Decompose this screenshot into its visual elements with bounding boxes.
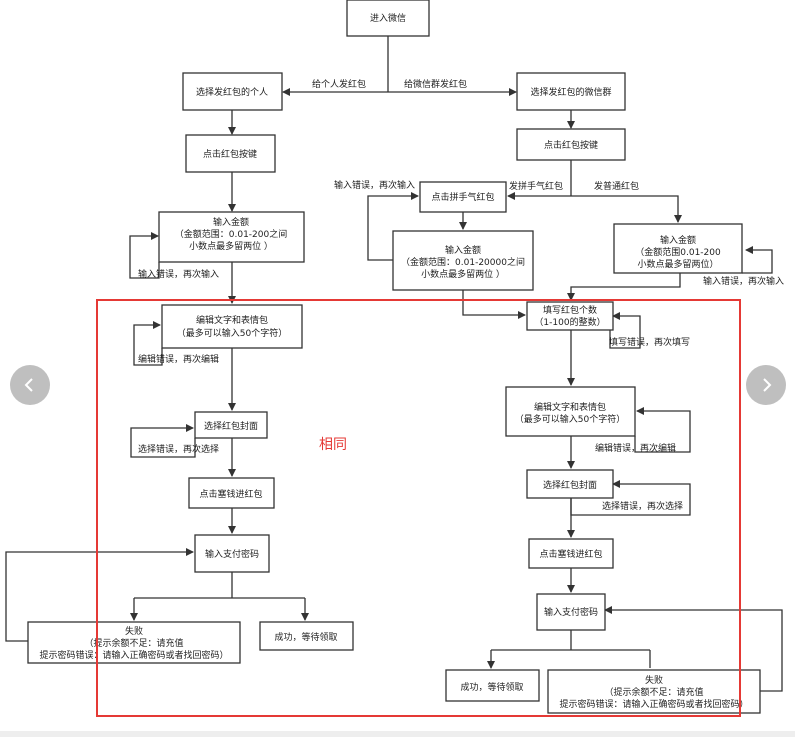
connector <box>604 606 783 692</box>
connector <box>462 290 526 319</box>
svg-text:提示密码错误：请输入正确密码或者找回密码）: 提示密码错误：请输入正确密码或者找回密码） <box>39 649 228 661</box>
node-edit-left: 编辑文字和表情包 （最多可以输入50个字符） <box>161 304 303 349</box>
svg-text:小数点最多留两位 ）: 小数点最多留两位 ） <box>189 240 273 252</box>
node-fail-right: 失败 （提示余额不足：请充值 提示密码错误：请输入正确密码或者找回密码） <box>547 669 761 714</box>
edge-label-to-group: 给微信群发红包 <box>404 78 467 90</box>
node-cover-right: 选择红包封面 <box>526 469 614 499</box>
svg-text:（最多可以输入50个字符）: （最多可以输入50个字符） <box>515 413 625 425</box>
connector <box>609 312 641 349</box>
svg-text:点击红包按键: 点击红包按键 <box>544 139 598 151</box>
svg-text:小数点最多留两位）: 小数点最多留两位） <box>637 258 718 270</box>
svg-text:输入金额: 输入金额 <box>213 216 249 228</box>
svg-text:编辑文字和表情包: 编辑文字和表情包 <box>196 314 268 326</box>
node-fail-left: 失败 （提示余额不足：请充值 提示密码错误：请输入正确密码或者找回密码） <box>27 621 241 664</box>
svg-text:选择红包封面: 选择红包封面 <box>543 479 597 491</box>
connector <box>130 424 196 458</box>
svg-text:小数点最多留两位 ）: 小数点最多留两位 ） <box>421 268 505 280</box>
svg-text:（提示余额不足：请充值: （提示余额不足：请充值 <box>84 637 183 649</box>
node-select-group: 选择发红包的微信群 <box>516 72 626 111</box>
svg-text:提示密码错误：请输入正确密码或者找回密码）: 提示密码错误：请输入正确密码或者找回密码） <box>559 698 748 710</box>
svg-text:成功，等待领取: 成功，等待领取 <box>274 631 337 643</box>
same-label: 相同 <box>319 437 347 453</box>
edge-labels: 给个人发红包 给微信群发红包 发拼手气红包 发普通红包 输入错误，再次输入 输入… <box>138 78 784 512</box>
svg-text:点击塞钱进红包: 点击塞钱进红包 <box>539 548 602 560</box>
node-pwd-left: 输入支付密码 <box>194 534 270 573</box>
edge-label-normal: 发普通红包 <box>594 180 639 192</box>
next-slide-button[interactable] <box>746 365 786 405</box>
svg-text:输入金额: 输入金额 <box>660 234 696 246</box>
node-pwd-right: 输入支付密码 <box>536 593 606 631</box>
svg-text:输入支付密码: 输入支付密码 <box>544 606 598 618</box>
svg-text:进入微信: 进入微信 <box>370 12 406 24</box>
node-click-hongbao-left: 点击红包按键 <box>185 134 276 173</box>
edge-label-retry-amount-mid: 输入错误，再次输入 <box>334 179 415 191</box>
svg-text:（1-100的整数）: （1-100的整数） <box>534 316 605 328</box>
svg-text:点击红包按键: 点击红包按键 <box>203 148 257 160</box>
node-enter-wechat: 进入微信 <box>346 0 430 37</box>
edge-label-to-person: 给个人发红包 <box>312 78 366 90</box>
connector <box>5 548 194 642</box>
node-success-right: 成功，等待领取 <box>445 669 540 702</box>
connector <box>129 232 160 279</box>
edge-label-retry-amount-right: 输入错误，再次输入 <box>703 275 784 287</box>
node-amount-left: 输入金额 （金额范围：0.01-200之间 小数点最多留两位 ） <box>158 211 305 263</box>
connector <box>742 246 773 274</box>
svg-text:选择红包封面: 选择红包封面 <box>204 420 258 432</box>
node-click-hongbao-right: 点击红包按键 <box>516 128 626 161</box>
node-success-left: 成功，等待领取 <box>259 621 354 651</box>
svg-text:（金额范围：0.01-20000之间: （金额范围：0.01-20000之间 <box>401 256 525 268</box>
connectors <box>5 36 783 692</box>
svg-text:成功，等待领取: 成功，等待领取 <box>460 681 523 693</box>
connector <box>367 192 419 261</box>
svg-text:输入金额: 输入金额 <box>445 244 481 256</box>
node-stuff-right: 点击塞钱进红包 <box>528 538 614 569</box>
node-amount-right: 输入金额 （金额范围0.01-200 小数点最多留两位） <box>613 223 743 274</box>
node-select-person: 选择发红包的个人 <box>182 72 283 111</box>
svg-text:填写红包个数: 填写红包个数 <box>543 304 597 316</box>
svg-text:选择发红包的个人: 选择发红包的个人 <box>196 86 268 98</box>
svg-text:失败: 失败 <box>125 625 143 637</box>
svg-text:失败: 失败 <box>645 674 663 686</box>
connector <box>133 321 163 366</box>
svg-text:编辑文字和表情包: 编辑文字和表情包 <box>534 401 606 413</box>
edge-label-pin: 发拼手气红包 <box>509 180 563 192</box>
svg-text:点击塞钱进红包: 点击塞钱进红包 <box>199 488 262 500</box>
same-highlight-frame <box>96 299 741 717</box>
prev-slide-button[interactable] <box>10 365 50 405</box>
connector <box>570 480 691 516</box>
svg-text:点击拼手气红包: 点击拼手气红包 <box>431 191 494 203</box>
svg-text:（金额范围0.01-200: （金额范围0.01-200 <box>635 246 721 258</box>
node-count: 填写红包个数 （1-100的整数） <box>526 301 614 331</box>
chevron-right-icon <box>763 378 772 392</box>
edge-label-retry-edit-left: 编辑错误，再次编辑 <box>138 353 219 365</box>
node-edit-right: 编辑文字和表情包 （最多可以输入50个字符） <box>505 386 636 437</box>
node-stuff-left: 点击塞钱进红包 <box>188 477 275 509</box>
edge-label-retry-edit-right: 编辑错误，再次编辑 <box>595 442 676 454</box>
edge-label-retry-cover-right: 选择错误，再次选择 <box>602 500 683 512</box>
svg-text:（提示余额不足：请充值: （提示余额不足：请充值 <box>604 686 703 698</box>
chevron-left-icon <box>24 378 33 392</box>
connector <box>567 273 681 301</box>
svg-text:（金额范围：0.01-200之间: （金额范围：0.01-200之间 <box>175 228 287 240</box>
edge-label-retry-cover-left: 选择错误，再次选择 <box>138 443 219 455</box>
svg-text:选择发红包的微信群: 选择发红包的微信群 <box>530 86 611 98</box>
connector <box>571 195 682 223</box>
bottom-strip <box>0 731 795 737</box>
svg-text:输入支付密码: 输入支付密码 <box>205 548 259 560</box>
connector <box>634 407 691 453</box>
edge-label-retry-amount-left: 输入错误，再次输入 <box>138 268 219 280</box>
node-pin-hongbao: 点击拼手气红包 <box>419 181 507 213</box>
node-cover-left: 选择红包封面 <box>194 411 268 439</box>
edge-label-retry-count: 填写错误，再次填写 <box>609 336 690 348</box>
node-amount-mid: 输入金额 （金额范围：0.01-20000之间 小数点最多留两位 ） <box>392 230 534 291</box>
svg-text:（最多可以输入50个字符）: （最多可以输入50个字符） <box>177 327 287 339</box>
